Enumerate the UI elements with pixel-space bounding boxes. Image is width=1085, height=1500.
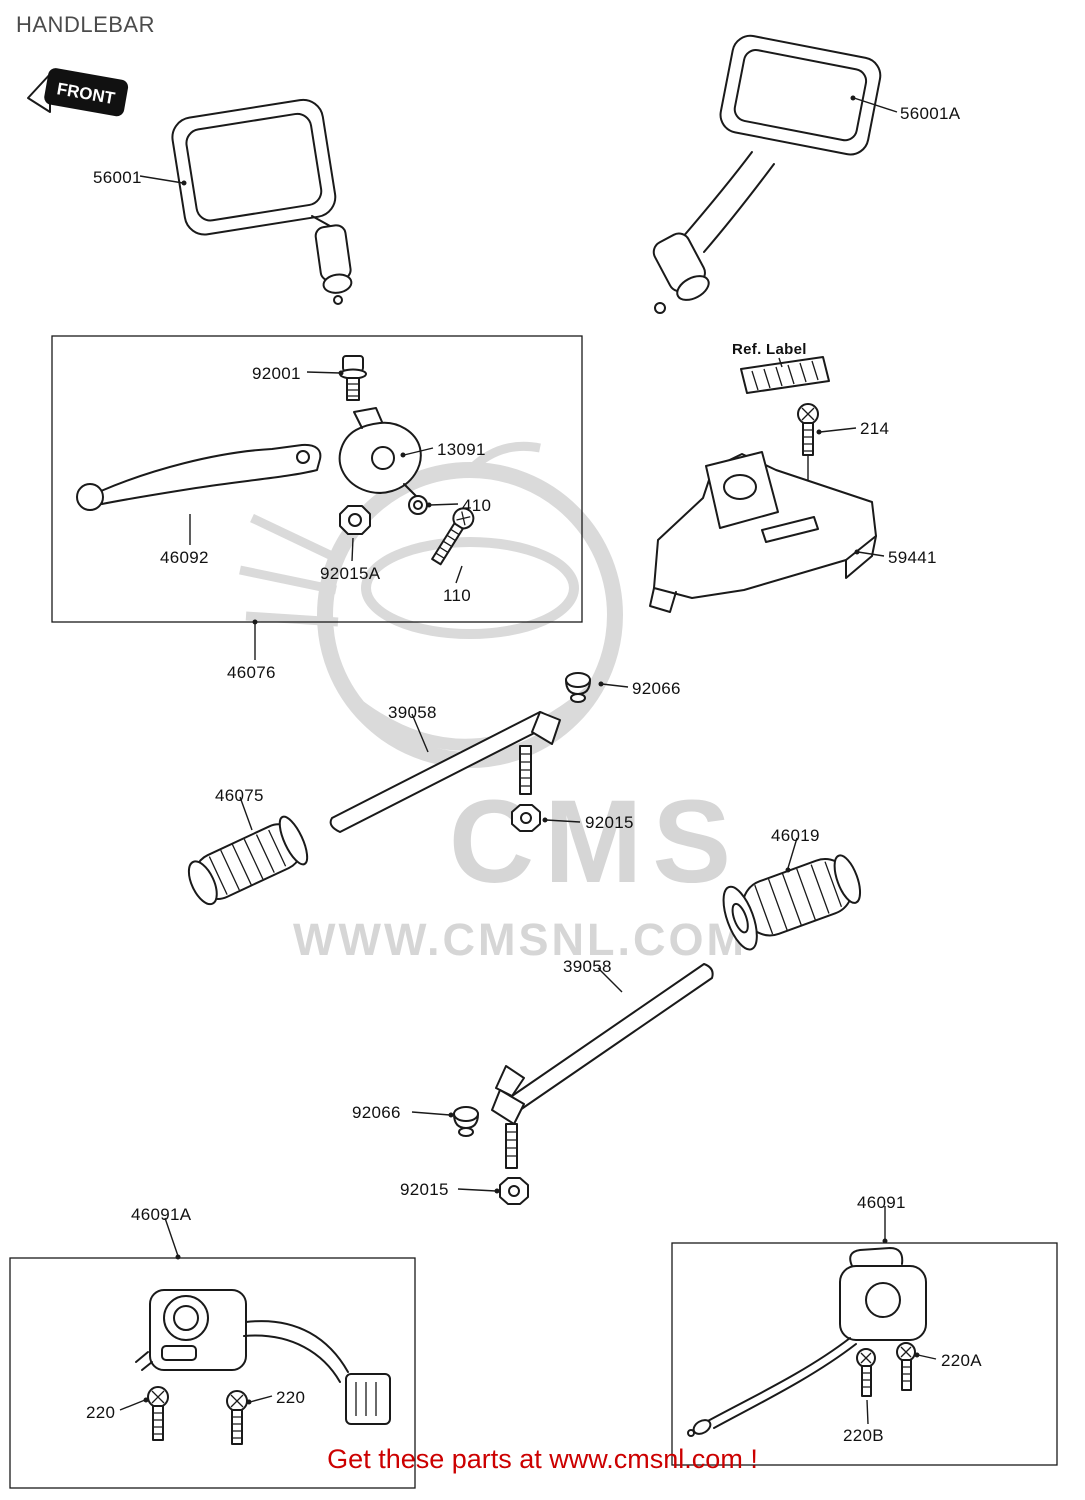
footer-cmsnl-link[interactable]: Get these parts at www.cmsnl.com ! <box>327 1444 758 1474</box>
front-arrow-icon: FRONT <box>27 68 129 117</box>
part-label-410[interactable]: 410 <box>462 496 492 515</box>
cover-59441-drawing <box>649 451 877 613</box>
part-label-214[interactable]: 214 <box>860 419 890 438</box>
part-label-46091a[interactable]: 46091A <box>131 1205 192 1224</box>
part-label-46076[interactable]: 46076 <box>227 663 276 682</box>
part-label-92015-lower[interactable]: 92015 <box>400 1180 449 1199</box>
part-label-220-left[interactable]: 220 <box>86 1403 116 1422</box>
lever-clamp-13091-drawing <box>338 407 422 499</box>
washer-410-drawing <box>408 495 428 515</box>
bolt-92001-drawing <box>339 355 367 401</box>
grip-46075-drawing <box>187 815 309 906</box>
ref-label-text: Ref. Label <box>732 341 807 358</box>
part-label-59441[interactable]: 59441 <box>888 548 937 567</box>
part-label-92015a[interactable]: 92015A <box>320 564 381 583</box>
rod-39058-lower-drawing <box>491 963 714 1169</box>
part-label-56001[interactable]: 56001 <box>93 168 142 187</box>
cap-92066-lower-drawing <box>453 1106 479 1137</box>
part-label-220a[interactable]: 220A <box>941 1351 982 1370</box>
mirror-left-drawing <box>171 98 353 305</box>
screw-220-left-drawing <box>147 1386 169 1441</box>
nut-92015-upper-drawing <box>511 804 541 832</box>
nut-92015-lower-drawing <box>499 1177 529 1205</box>
screw-220-right-drawing <box>226 1390 248 1445</box>
switch-46091a-drawing <box>135 1289 391 1425</box>
page-title: HANDLEBAR <box>16 12 155 37</box>
part-label-13091[interactable]: 13091 <box>437 440 486 459</box>
grip-46019-drawing <box>722 854 862 951</box>
watermark-url-text: WWW.CMSNL.COM <box>293 914 747 965</box>
part-label-220b[interactable]: 220B <box>843 1426 884 1445</box>
switch-left-box <box>9 1257 416 1489</box>
rod-39058-upper-drawing <box>329 711 561 833</box>
part-label-46019[interactable]: 46019 <box>771 826 820 845</box>
part-label-46092[interactable]: 46092 <box>160 548 209 567</box>
ref-label-sticker-drawing <box>740 356 830 394</box>
mirror-right-drawing <box>652 34 882 314</box>
screw-220a-drawing <box>896 1342 916 1391</box>
part-label-92015-upper[interactable]: 92015 <box>585 813 634 832</box>
part-label-46091[interactable]: 46091 <box>857 1193 906 1212</box>
bolt-110-drawing <box>431 507 475 566</box>
switch-46091-drawing <box>687 1247 927 1437</box>
screw-220b-drawing <box>856 1348 876 1397</box>
part-label-110[interactable]: 110 <box>443 586 472 605</box>
part-label-46075[interactable]: 46075 <box>215 786 264 805</box>
part-label-39058-lower[interactable]: 39058 <box>563 957 612 976</box>
cap-92066-upper-drawing <box>565 672 591 703</box>
lever-46092-drawing <box>76 443 322 511</box>
part-label-92066-lower[interactable]: 92066 <box>352 1103 401 1122</box>
lever-assembly-box <box>51 335 583 623</box>
part-label-92001[interactable]: 92001 <box>252 364 301 383</box>
switch-right-box <box>671 1242 1058 1466</box>
part-label-39058-upper[interactable]: 39058 <box>388 703 437 722</box>
part-label-56001a[interactable]: 56001A <box>900 104 961 123</box>
part-label-92066-upper[interactable]: 92066 <box>632 679 681 698</box>
part-label-220-right[interactable]: 220 <box>276 1388 306 1407</box>
nut-92015a-drawing <box>339 505 371 535</box>
watermark-cms-text: CMS <box>449 776 741 908</box>
leader-lines <box>119 95 937 1425</box>
